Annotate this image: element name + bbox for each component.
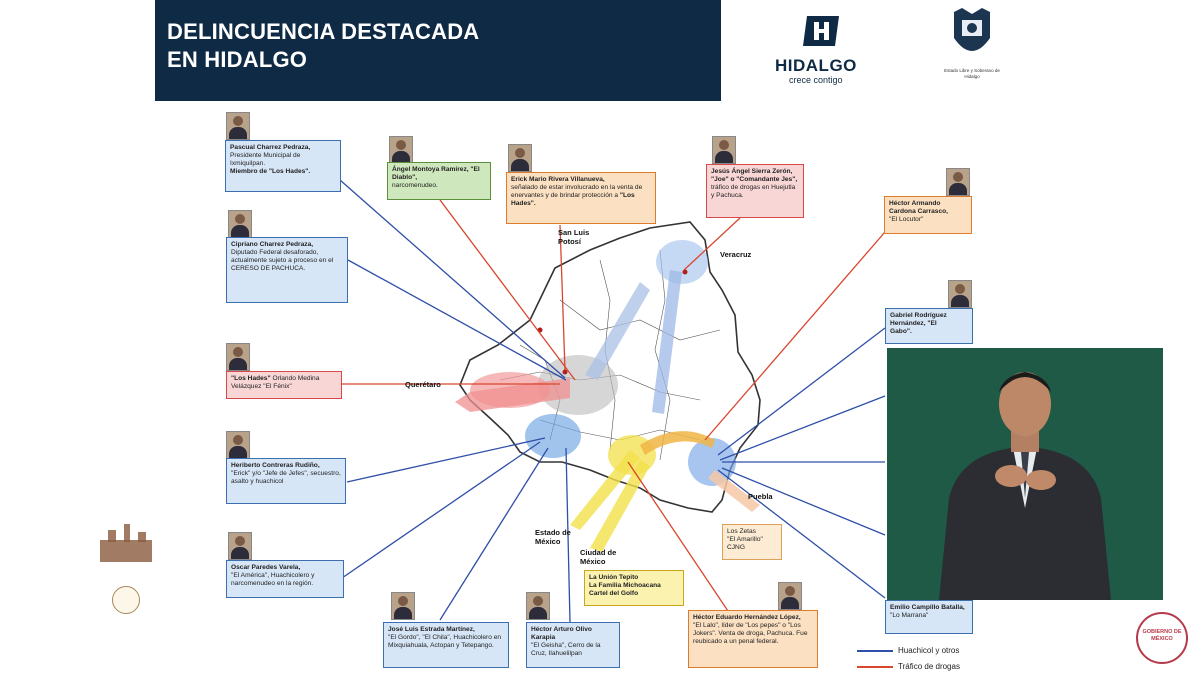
photo-cipriano bbox=[228, 210, 252, 238]
gobierno-mexico-logo: GOBIERNO DE MÉXICO bbox=[1136, 612, 1188, 664]
state-crest: Estado Libre y Soberano de Hidalgo bbox=[940, 8, 1004, 88]
arrow-veracruz bbox=[652, 270, 682, 414]
box-oscar: Oscar Paredes Varela, "El América", Huac… bbox=[226, 560, 344, 598]
box-erick: Erick Mario Rivera Villanueva, señalado … bbox=[506, 172, 656, 224]
box-jose: José Luis Estrada Martínez, "El Gordo", … bbox=[383, 622, 509, 668]
crest-icon bbox=[954, 8, 990, 51]
interpreter-figure bbox=[887, 348, 1163, 600]
box-cipriano: Cipriano Charrez Pedraza, Diputado Feder… bbox=[226, 237, 348, 303]
place-puebla: Puebla bbox=[748, 492, 773, 501]
photo-gabriel bbox=[948, 280, 972, 308]
place-queretaro: Querétaro bbox=[405, 380, 441, 389]
crest-caption: Estado Libre y Soberano de Hidalgo bbox=[944, 68, 1000, 79]
place-slp: San Luis Potosí bbox=[558, 228, 590, 246]
page-title: DELINCUENCIA DESTACADA EN HIDALGO bbox=[167, 18, 587, 74]
hidalgo-h-icon bbox=[803, 16, 839, 46]
eagle-seal-icon bbox=[112, 586, 140, 614]
photo-hector-c bbox=[946, 168, 970, 196]
connector-lines bbox=[339, 179, 886, 623]
photo-erick bbox=[508, 144, 532, 172]
photo-jesus bbox=[712, 136, 736, 164]
marker-red bbox=[682, 269, 688, 275]
box-carteles: La Unión Tepito La Familia Michoacana Ca… bbox=[584, 570, 684, 606]
box-hector-eduardo: Héctor Eduardo Hernández López, "El Lalo… bbox=[688, 610, 818, 668]
history-logo bbox=[96, 520, 156, 580]
photo-heriberto bbox=[226, 431, 250, 459]
photo-hector-e bbox=[778, 582, 802, 610]
place-edomex: Estado de México bbox=[535, 528, 571, 546]
box-hector-cardona: Héctor Armando Cardona Carrasco, "El Loc… bbox=[884, 196, 972, 234]
arrow-queretaro bbox=[455, 378, 570, 412]
box-angel: Ángel Montoya Ramírez, "El Diablo", narc… bbox=[387, 162, 491, 200]
photo-jose bbox=[391, 592, 415, 620]
place-veracruz: Veracruz bbox=[720, 250, 752, 259]
interpreter-video bbox=[887, 348, 1163, 600]
box-los-hades: "Los Hades" Orlando Medina Velázquez "El… bbox=[226, 371, 342, 399]
arrow-edomex bbox=[570, 450, 640, 530]
legend-trafico: Tráfico de drogas bbox=[898, 662, 960, 671]
arrow-east bbox=[640, 431, 715, 455]
gob-label: GOBIERNO DE MÉXICO bbox=[1142, 629, 1182, 642]
monument-icon bbox=[100, 524, 152, 562]
arrow-puebla bbox=[708, 470, 760, 512]
title-line-2: EN HIDALGO bbox=[167, 47, 308, 72]
box-zetas: Los Zetas "El Amarillo" CJNG bbox=[722, 524, 782, 560]
region-huejutla bbox=[656, 240, 708, 284]
photo-hector-o bbox=[526, 592, 550, 620]
title-banner bbox=[155, 0, 721, 101]
region-tula bbox=[525, 414, 581, 458]
arrow-cdmx bbox=[590, 460, 650, 552]
place-cdmx: Ciudad de México bbox=[580, 548, 617, 566]
arrow-slp bbox=[585, 282, 650, 380]
hidalgo-logo: HIDALGO crece contigo bbox=[775, 14, 867, 86]
box-gabriel: Gabriel Rodríguez Hernández, "El Gabo". bbox=[885, 308, 973, 344]
photo-oscar bbox=[228, 532, 252, 560]
box-emilio: Emilio Campillo Batalla, "Lo Marrana" bbox=[885, 600, 973, 634]
box-hector-olivo: Héctor Arturo Olivo Karapia "El Geisha",… bbox=[526, 622, 620, 668]
brand-name: HIDALGO bbox=[775, 56, 857, 75]
photo-angel bbox=[389, 136, 413, 164]
photo-hades bbox=[226, 343, 250, 371]
marker-red bbox=[562, 369, 568, 375]
photo-pascual bbox=[226, 112, 250, 140]
legend-huachicol: Huachicol y otros bbox=[898, 646, 960, 655]
box-heriberto: Heriberto Contreras Rudiño, "Erick" y/o … bbox=[226, 458, 346, 504]
box-pascual: Pascual Charrez Pedraza, Presidente Muni… bbox=[225, 140, 341, 192]
brand-tagline: crece contigo bbox=[789, 75, 843, 85]
box-jesus: Jesús Ángel Sierra Zerón, "Joe" o "Coman… bbox=[706, 164, 804, 218]
title-line-1: DELINCUENCIA DESTACADA bbox=[167, 19, 480, 44]
